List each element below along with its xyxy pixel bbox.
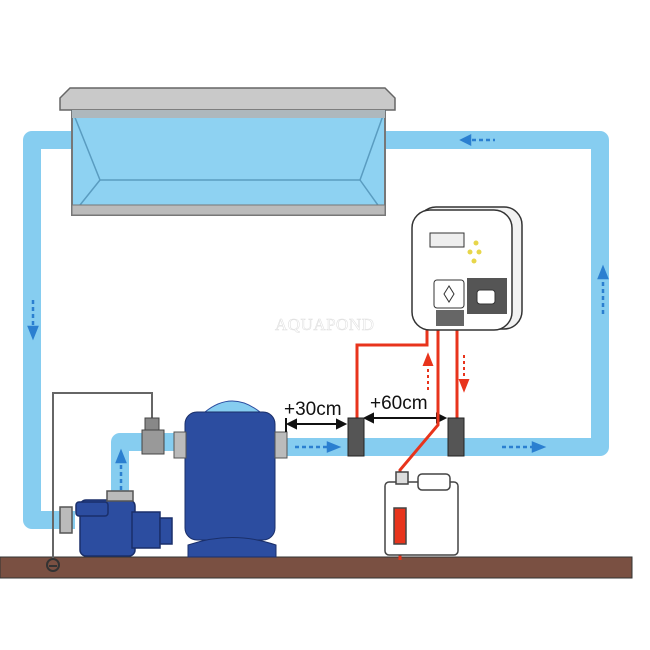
pool-floor-outline (71, 109, 386, 181)
pool-base (71, 204, 386, 216)
ground-electrode (46, 392, 153, 572)
controller (411, 206, 523, 331)
filter-outlet-union (274, 431, 288, 459)
pool-rim-shadow (72, 110, 385, 118)
redox-probe (447, 417, 465, 457)
pump-outlet-union (106, 490, 134, 502)
controller-display (429, 232, 465, 248)
fan-icon (433, 279, 465, 309)
controller-button (471, 258, 477, 264)
wire-arrowhead-icon (422, 352, 434, 366)
flow-arrowhead-icon (597, 264, 609, 280)
controller-connector-port (476, 289, 496, 305)
flow-arrowhead-icon (531, 441, 547, 453)
controller-lower-grille (436, 310, 464, 326)
controller-button (476, 249, 482, 255)
dimension-label-60cm: +60cm (370, 393, 428, 414)
pump-lid (75, 501, 109, 517)
pump-inlet-union (59, 506, 73, 534)
canister-cap (395, 471, 409, 485)
controller-button (467, 249, 473, 255)
wire-arrowhead-icon (458, 379, 470, 393)
flow-arrowhead-icon (326, 441, 342, 453)
flow-arrowhead-icon (27, 325, 39, 341)
flow-arrowhead-icon (115, 448, 127, 464)
dimension-arrowhead-icon (362, 412, 374, 424)
filter-base (187, 537, 277, 558)
ph-probe-wire (355, 330, 429, 418)
pump (59, 490, 173, 557)
pump-motor-cap (159, 517, 173, 545)
ground-probe (144, 417, 160, 431)
flow-arrows (27, 133, 609, 490)
filter-tank (184, 411, 276, 541)
dimension-arrowhead-icon (285, 418, 297, 430)
flow-arrowhead-icon (459, 133, 472, 147)
ground-probe-fitting (141, 429, 165, 455)
fan-blade-icon (443, 285, 455, 303)
ground-wire (52, 392, 153, 560)
filter-dome (203, 400, 262, 413)
pool-coping (59, 87, 396, 111)
chemical-canister (384, 471, 459, 556)
wire-flow-arrows (422, 352, 470, 393)
dimension-arrowhead-icon (336, 418, 348, 430)
pump-motor (131, 511, 161, 549)
sand-filter (173, 400, 288, 558)
ground (0, 556, 633, 579)
filter-inlet-union (173, 431, 187, 459)
pool (59, 87, 396, 216)
dimension-label-30cm: +30cm (284, 399, 342, 420)
controller-button (473, 240, 479, 246)
ph-probe (347, 417, 365, 457)
watermark: AQUAPOND (275, 315, 374, 334)
pool-basin (71, 109, 386, 216)
canister-handle (417, 473, 451, 491)
suction-lance (393, 507, 407, 545)
